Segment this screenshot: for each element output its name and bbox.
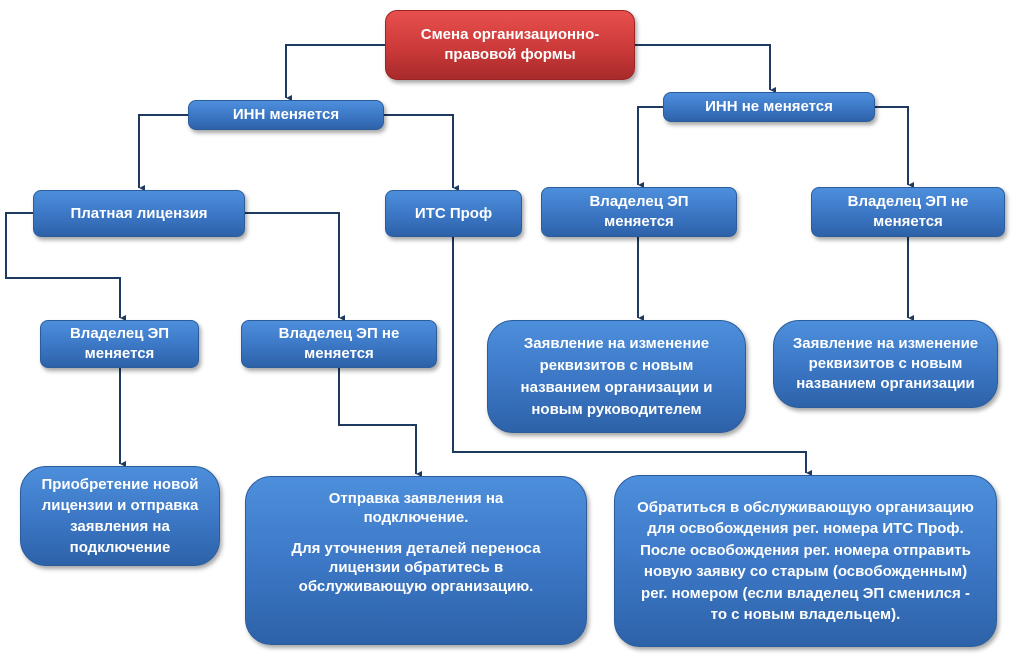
node-text: Платная лицензия [70,204,208,222]
node-text: Отправка заявления на подключение. [328,490,504,526]
node-owner-changes-right: Владелец ЭП меняется [541,187,737,237]
node-text: ИТС Проф [414,204,493,222]
node-text: ИНН не меняется [705,98,833,115]
node-statement-new-name-manager: Заявление на изменение реквизитов с новы… [487,320,746,433]
connector-inn-its [384,114,453,188]
node-text: Заявление на изменение реквизитов с новы… [792,335,979,392]
node-text: Владелец ЭП не меняется [278,325,400,362]
node-owner-changes-left: Владелец ЭП меняется [40,320,199,368]
node-root: Смена организационно-правовой формы [385,10,635,80]
connector-inn-paid [138,114,188,188]
connector-owner-not-send [338,368,416,474]
connector-root-inn-not [635,44,770,90]
connector-innnot-owner-changes [637,106,663,185]
node-inn-changes: ИНН меняется [188,100,384,130]
node-inn-not-changes: ИНН не меняется [663,92,875,122]
node-note-text: Для уточнения деталей переноса лицензии … [291,540,541,595]
node-statement-new-name: Заявление на изменение реквизитов с новы… [773,320,998,408]
connector-root-inn-changes [285,44,385,98]
connector-its-contact [452,237,806,473]
node-contact-service: Обратиться в обслуживающую организацию д… [614,475,997,647]
node-owner-not-changes-left: Владелец ЭП не меняется [241,320,437,368]
node-paid-license: Платная лицензия [33,190,245,237]
connector-paid-owner-not [245,212,339,318]
node-text: ИНН меняется [232,106,340,123]
node-buy-license: Приобретение новой лицензии и отправка з… [20,466,220,566]
node-text: Заявление на изменение реквизитов с новы… [520,334,713,418]
node-text: Владелец ЭП не меняется [847,193,969,230]
node-root-text: Смена организационно-правовой формы [420,26,600,63]
connector-innnot-owner-not [875,106,908,185]
node-send-request: Отправка заявления на подключение. Для ут… [245,476,587,645]
node-its-prof: ИТС Проф [385,190,522,237]
node-text: Владелец ЭП меняется [589,193,689,230]
node-text: Обратиться в обслуживающую организацию д… [637,498,974,624]
node-text: Приобретение новой лицензии и отправка з… [41,476,199,556]
node-owner-not-changes-right: Владелец ЭП не меняется [811,187,1005,237]
node-text: Владелец ЭП меняется [69,325,170,362]
connector-paid-owner-changes [5,212,120,318]
